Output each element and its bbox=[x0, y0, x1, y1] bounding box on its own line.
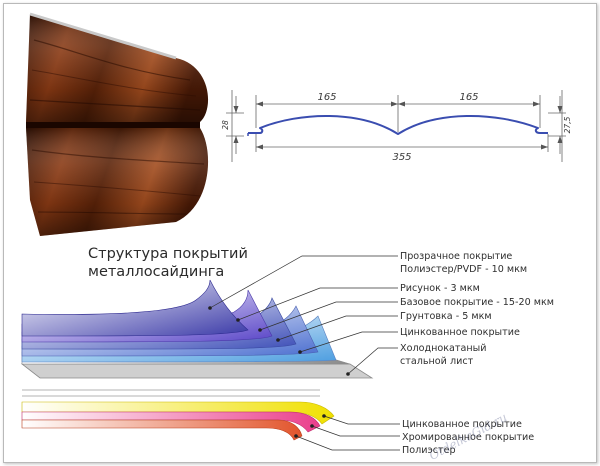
layer-label-primer: Грунтовка - 5 мкм bbox=[400, 311, 492, 322]
siding-panel-image bbox=[26, 12, 209, 236]
layer-label-chrome-coat: Хромированное покрытие bbox=[402, 432, 534, 443]
layer-label-base-coat: Базовое покрытие - 15-20 мкм bbox=[400, 297, 554, 308]
dim-right-span: 165 bbox=[459, 92, 478, 103]
coating-layers-top bbox=[20, 279, 374, 379]
dim-total-width: 355 bbox=[392, 152, 411, 163]
layer-label-clear-coat-detail: Полиэстер/PVDF - 10 мкм bbox=[400, 264, 527, 275]
layer-label-clear-coat: Прозрачное покрытие bbox=[400, 251, 512, 262]
dim-left-span: 165 bbox=[317, 92, 336, 103]
coating-layers-bottom bbox=[21, 389, 335, 441]
layer-label-zinc-coat-back: Цинкованное покрытие bbox=[402, 419, 522, 430]
layer-label-polyester: Полиэстер bbox=[402, 445, 456, 456]
diagram-title-line2: металлосайдинга bbox=[88, 264, 224, 280]
leader-lines bbox=[209, 255, 400, 451]
leader-dots bbox=[208, 306, 350, 438]
layer-label-zinc-coat: Цинкованное покрытие bbox=[400, 327, 520, 338]
layer-label-steel-detail: стальной лист bbox=[400, 356, 474, 367]
dim-right-height: 27,5 bbox=[563, 116, 572, 133]
diagram-title-line1: Структура покрытий bbox=[88, 246, 248, 262]
layer-label-pattern: Рисунок - 3 мкм bbox=[400, 283, 480, 294]
profile-drawing bbox=[226, 90, 566, 162]
layer-label-steel: Холоднокатаный bbox=[400, 343, 486, 354]
dim-left-height: 28 bbox=[221, 120, 230, 130]
